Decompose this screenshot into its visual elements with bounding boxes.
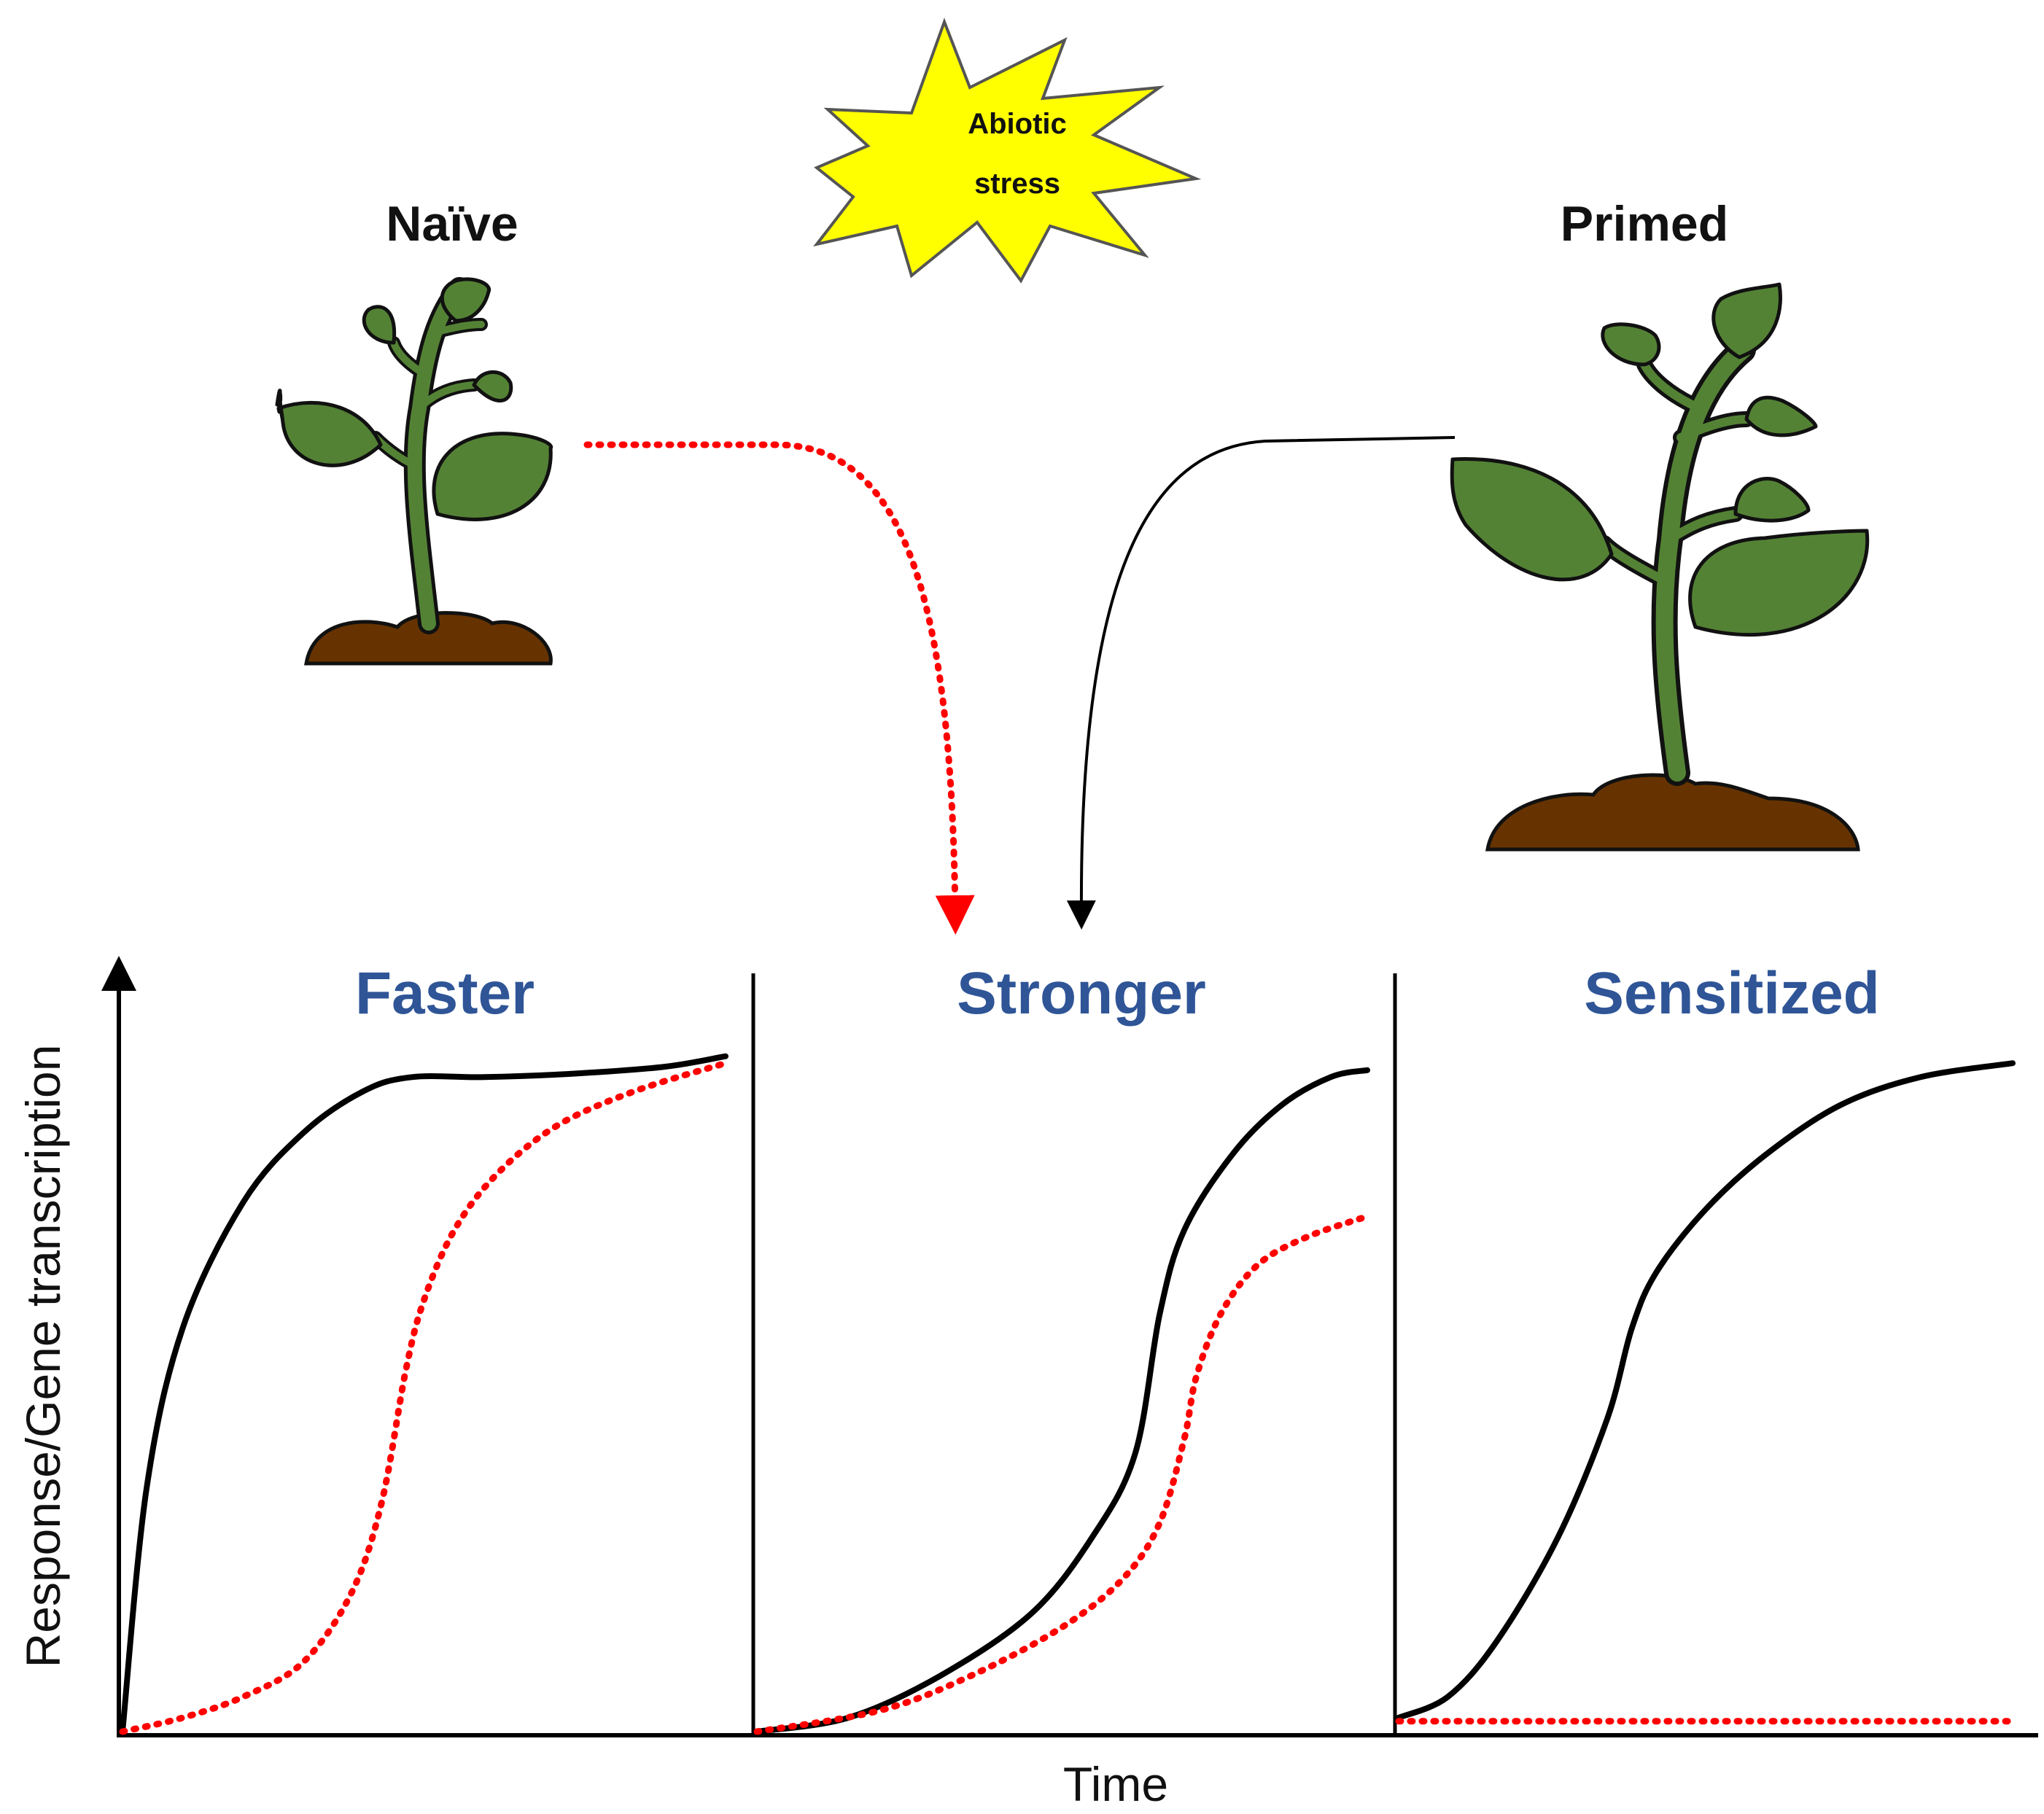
primed-soil — [1485, 773, 1860, 852]
primed-leaf-top — [1711, 282, 1782, 359]
x-axis-label: Time — [1063, 1757, 1168, 1811]
panel-title-stronger: Stronger — [957, 960, 1206, 1027]
naive-connector-arrow — [583, 441, 975, 935]
naive-leaf-mid — [472, 370, 513, 402]
curve-faster-primed — [120, 1053, 728, 1735]
primed-leaf-left — [1450, 457, 1614, 582]
primed-leaf-upper — [1744, 395, 1818, 437]
panel-title-faster: Faster — [355, 960, 535, 1027]
curve-stronger-primed — [754, 1067, 1370, 1735]
curve-faster-naive — [119, 1059, 729, 1735]
curve-stronger-naive — [753, 1212, 1371, 1735]
panel-title-sensitized: Sensitized — [1584, 960, 1880, 1027]
y-axis-label: Response/Gene transcription — [16, 1045, 70, 1668]
naive-leaf-small — [362, 305, 397, 345]
stress-label-line2: stress — [974, 168, 1060, 200]
naive-leaf-top — [440, 277, 491, 323]
curve-sensitized-primed — [1396, 1060, 2016, 1721]
curves-layer — [119, 1053, 2016, 1735]
starburst-shape — [813, 17, 1202, 284]
stress-label-line1: Abiotic — [968, 108, 1067, 140]
primed-leaf-mid — [1733, 477, 1811, 523]
naive-leaf-right — [432, 432, 553, 521]
naive-plant-label: Naïve — [386, 196, 518, 252]
abiotic-stress-burst: Abiotic stress — [813, 17, 1202, 284]
naive-soil — [304, 611, 553, 666]
primed-plant-label: Primed — [1561, 196, 1729, 252]
primed-leaf-right — [1688, 529, 1870, 637]
primed-leaf-small — [1601, 322, 1661, 367]
naive-plant-icon — [275, 277, 553, 666]
naive-leaf-left — [276, 400, 383, 467]
primed-connector-arrow — [1066, 436, 1456, 930]
primed-plant-icon — [1450, 282, 1870, 852]
